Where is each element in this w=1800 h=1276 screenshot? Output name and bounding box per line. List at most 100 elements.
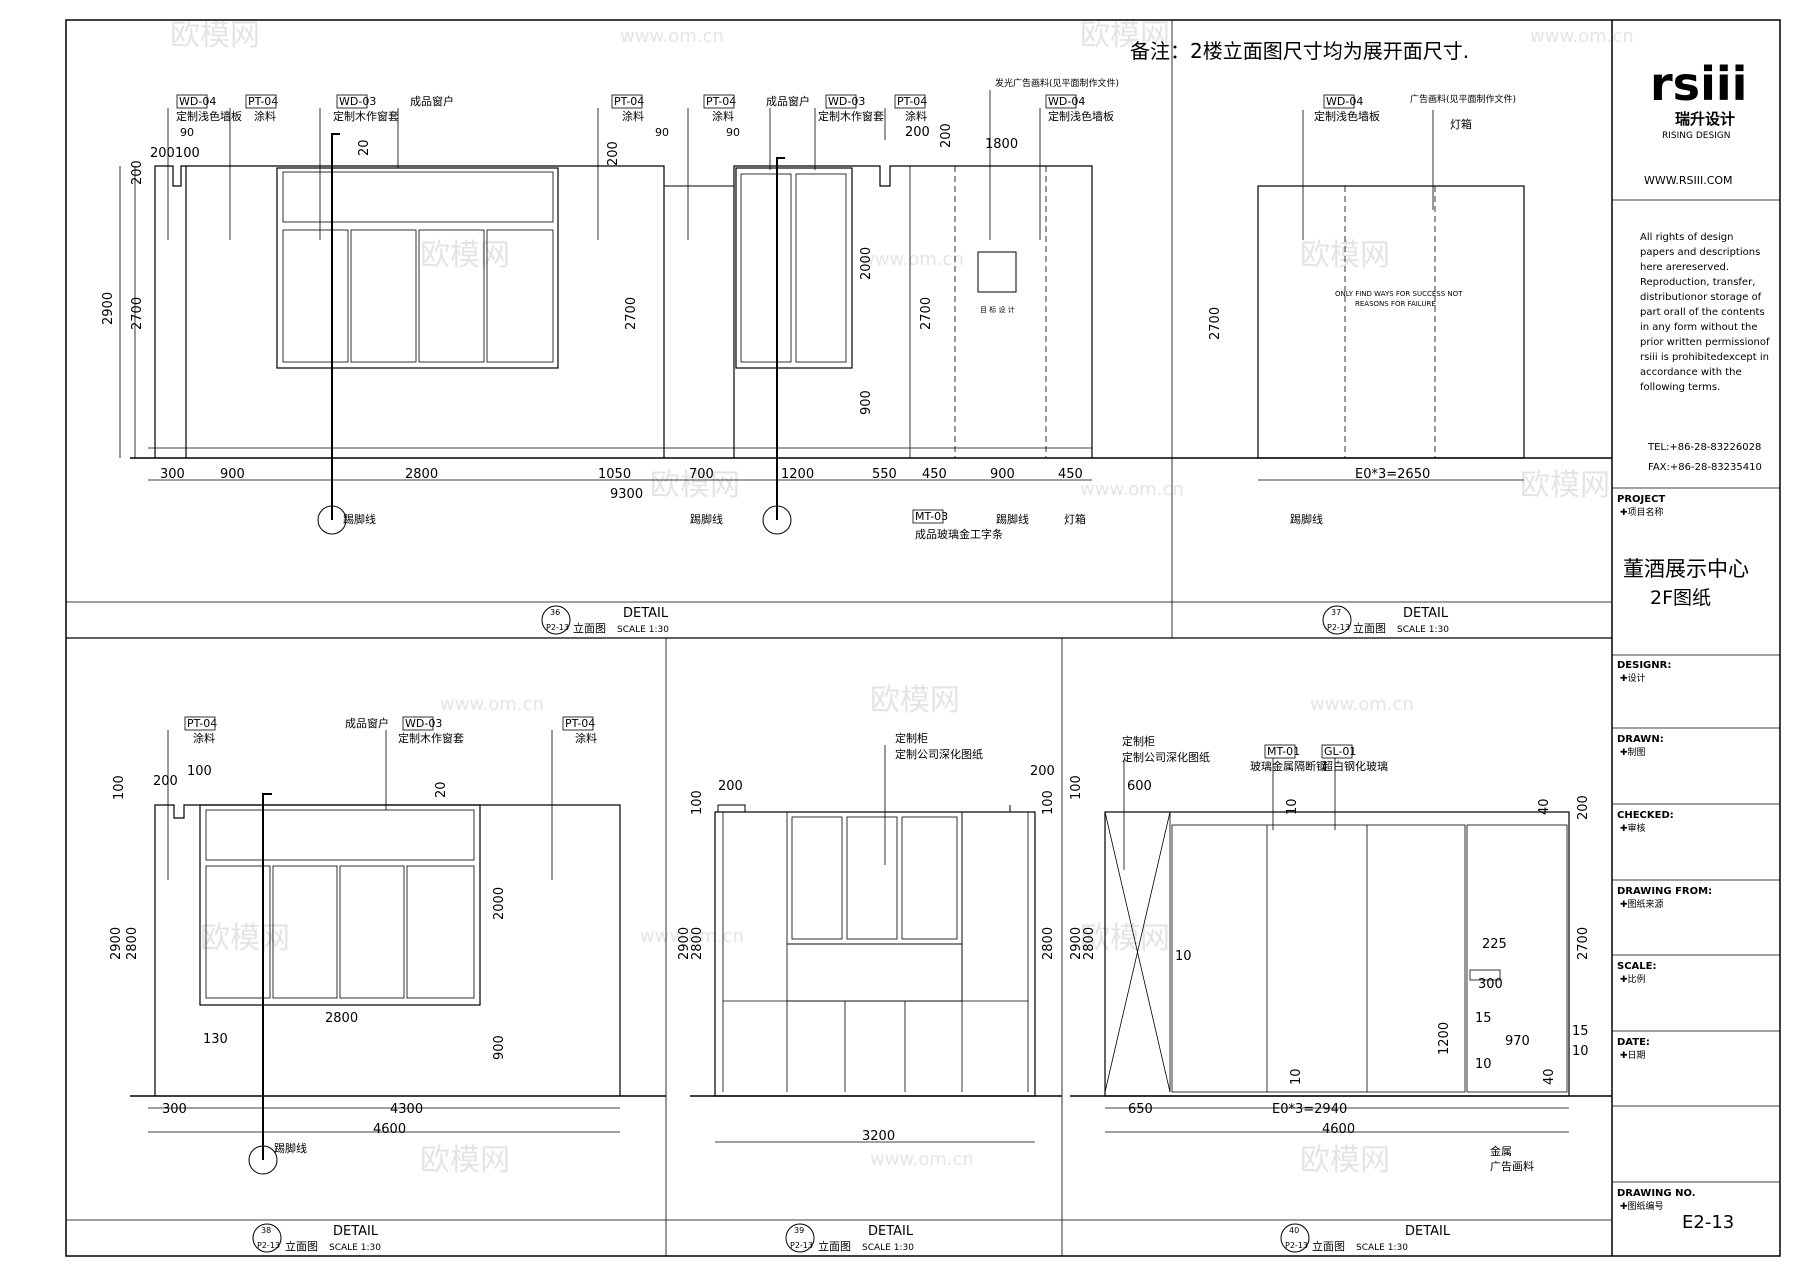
svg-text:定制公司深化图纸: 定制公司深化图纸: [895, 747, 983, 761]
svg-text:金属: 金属: [1490, 1144, 1512, 1158]
svg-text:9300: 9300: [610, 487, 643, 502]
view-title-36: 36 P2-13 DETAIL 立面图 SCALE 1:30: [541, 605, 669, 635]
svg-text:550: 550: [872, 467, 897, 482]
svg-text:15: 15: [1475, 1011, 1492, 1026]
svg-text:38: 38: [261, 1226, 271, 1235]
svg-text:650: 650: [1128, 1102, 1153, 1117]
elevation-38: PT-04 涂料 成品窗户 WD-03 定制木作窗套 PT-04 涂料 2900…: [109, 716, 666, 1175]
svg-text:E0*3=2940: E0*3=2940: [1272, 1102, 1347, 1117]
svg-text:DRAWING FROM:: DRAWING FROM:: [1617, 886, 1712, 897]
svg-text:distributionor storage of: distributionor storage of: [1640, 292, 1762, 303]
svg-text:P2-13: P2-13: [546, 623, 569, 632]
svg-text:踢脚线: 踢脚线: [690, 512, 723, 526]
svg-text:2800: 2800: [125, 927, 140, 960]
svg-text:PT-04: PT-04: [706, 95, 736, 108]
svg-text:900: 900: [990, 467, 1015, 482]
drawing-number: E2-13: [1682, 1212, 1734, 1233]
svg-text:PT-04: PT-04: [187, 717, 217, 730]
svg-text:here arereserved.: here arereserved.: [1640, 262, 1729, 273]
svg-text:WD-04: WD-04: [1048, 95, 1085, 108]
svg-text:2800: 2800: [325, 1011, 358, 1026]
elevation-40: 定制柜 定制公司深化图纸 MT-01 玻璃金属隔断钢 GL-01 超白钢化玻璃 …: [1069, 734, 1612, 1173]
svg-text:瑞升设计: 瑞升设计: [1675, 110, 1735, 128]
svg-text:欧模网: 欧模网: [1080, 18, 1170, 53]
rights-text: All rights of design papers and descript…: [1640, 232, 1770, 393]
svg-text:定制浅色墙板: 定制浅色墙板: [1314, 109, 1380, 123]
svg-text:20: 20: [434, 781, 449, 798]
svg-text:P2-13: P2-13: [1285, 1241, 1308, 1250]
svg-text:涂料: 涂料: [712, 109, 734, 123]
svg-text:1050: 1050: [598, 467, 631, 482]
svg-text:2700: 2700: [1576, 927, 1591, 960]
svg-text:www.om.cn: www.om.cn: [870, 1149, 974, 1170]
svg-text:200: 200: [150, 146, 175, 161]
view-title-37: 37 P2-13 DETAIL 立面图 SCALE 1:30: [1322, 605, 1449, 635]
svg-text:✚项目名称: ✚项目名称: [1620, 506, 1664, 518]
svg-text:2800: 2800: [1082, 927, 1097, 960]
svg-text:1200: 1200: [1437, 1022, 1452, 1055]
svg-text:2800: 2800: [1041, 927, 1056, 960]
svg-text:MT-01: MT-01: [1267, 745, 1300, 758]
svg-text:100: 100: [112, 775, 127, 800]
svg-text:90: 90: [726, 126, 740, 139]
svg-text:WD-03: WD-03: [405, 717, 442, 730]
logo: rsiii: [1650, 57, 1747, 111]
svg-text:立面图: 立面图: [1312, 1239, 1345, 1253]
svg-text:欧模网: 欧模网: [420, 1143, 510, 1178]
svg-text:广告画料: 广告画料: [1490, 1159, 1534, 1173]
elevation-36: 目 标 设 计 WD-04 定制浅色墙板 PT-04 涂料 WD-03 定制木作…: [101, 77, 1172, 541]
svg-text:2900: 2900: [101, 292, 116, 325]
svg-text:欧模网: 欧模网: [170, 18, 260, 53]
svg-text:200: 200: [130, 160, 145, 185]
svg-text:灯箱: 灯箱: [1450, 117, 1472, 131]
svg-text:定制木作窗套: 定制木作窗套: [818, 109, 884, 123]
svg-text:P2-13: P2-13: [1327, 623, 1350, 632]
svg-text:225: 225: [1482, 937, 1507, 952]
svg-text:www.om.cn: www.om.cn: [1310, 694, 1414, 715]
svg-text:TEL:+86-28-83226028: TEL:+86-28-83226028: [1647, 442, 1761, 453]
svg-text:2900: 2900: [1069, 927, 1084, 960]
svg-text:36: 36: [550, 608, 560, 617]
svg-text:300: 300: [160, 467, 185, 482]
svg-text:DETAIL: DETAIL: [623, 606, 669, 621]
svg-text:目 标 设 计: 目 标 设 计: [980, 305, 1015, 314]
svg-text:1800: 1800: [985, 137, 1018, 152]
svg-text:10: 10: [1289, 1068, 1304, 1085]
svg-text:39: 39: [794, 1226, 804, 1235]
svg-text:DATE:: DATE:: [1617, 1037, 1650, 1048]
svg-text:涂料: 涂料: [622, 109, 644, 123]
svg-text:定制木作窗套: 定制木作窗套: [333, 109, 399, 123]
svg-text:欧模网: 欧模网: [420, 238, 510, 273]
svg-text:10: 10: [1475, 1057, 1492, 1072]
svg-text:2000: 2000: [492, 887, 507, 920]
svg-text:ONLY FIND WAYS FOR SUCCESS NOT: ONLY FIND WAYS FOR SUCCESS NOT: [1335, 290, 1463, 298]
svg-text:37: 37: [1331, 608, 1341, 617]
svg-text:accordance with the: accordance with the: [1640, 367, 1742, 378]
svg-text:涂料: 涂料: [575, 731, 597, 745]
svg-text:www.om.cn: www.om.cn: [860, 249, 964, 270]
svg-text:200: 200: [1576, 795, 1591, 820]
svg-text:300: 300: [162, 1102, 187, 1117]
svg-text:SCALE:: SCALE:: [1617, 961, 1656, 972]
svg-text:970: 970: [1505, 1034, 1530, 1049]
svg-text:10: 10: [1285, 798, 1300, 815]
svg-text:立面图: 立面图: [285, 1239, 318, 1253]
svg-text:following terms.: following terms.: [1640, 382, 1720, 393]
svg-text:欧模网: 欧模网: [200, 921, 290, 956]
svg-text:4600: 4600: [1322, 1122, 1355, 1137]
svg-text:Reproduction, transfer,: Reproduction, transfer,: [1640, 277, 1755, 288]
svg-text:P2-13: P2-13: [790, 1241, 813, 1250]
svg-text:PT-04: PT-04: [614, 95, 644, 108]
svg-text:130: 130: [203, 1032, 228, 1047]
svg-text:MT-03: MT-03: [915, 510, 948, 523]
svg-text:DETAIL: DETAIL: [868, 1224, 914, 1239]
svg-text:900: 900: [220, 467, 245, 482]
svg-text:广告画料(见平面制作文件): 广告画料(见平面制作文件): [1410, 93, 1516, 105]
svg-text:超白钢化玻璃: 超白钢化玻璃: [1322, 759, 1388, 773]
svg-text:定制柜: 定制柜: [895, 731, 928, 745]
elevation-39: 定制柜 定制公司深化图纸 2900 2800 2800 100 100 200 …: [677, 731, 1062, 1144]
svg-text:DETAIL: DETAIL: [333, 1224, 379, 1239]
svg-text:2000: 2000: [859, 247, 874, 280]
svg-text:踢脚线: 踢脚线: [996, 512, 1029, 526]
watermarks: 欧模网 www.om.cn 欧模网 www.om.cn 欧模网 www.om.c…: [170, 18, 1634, 1178]
